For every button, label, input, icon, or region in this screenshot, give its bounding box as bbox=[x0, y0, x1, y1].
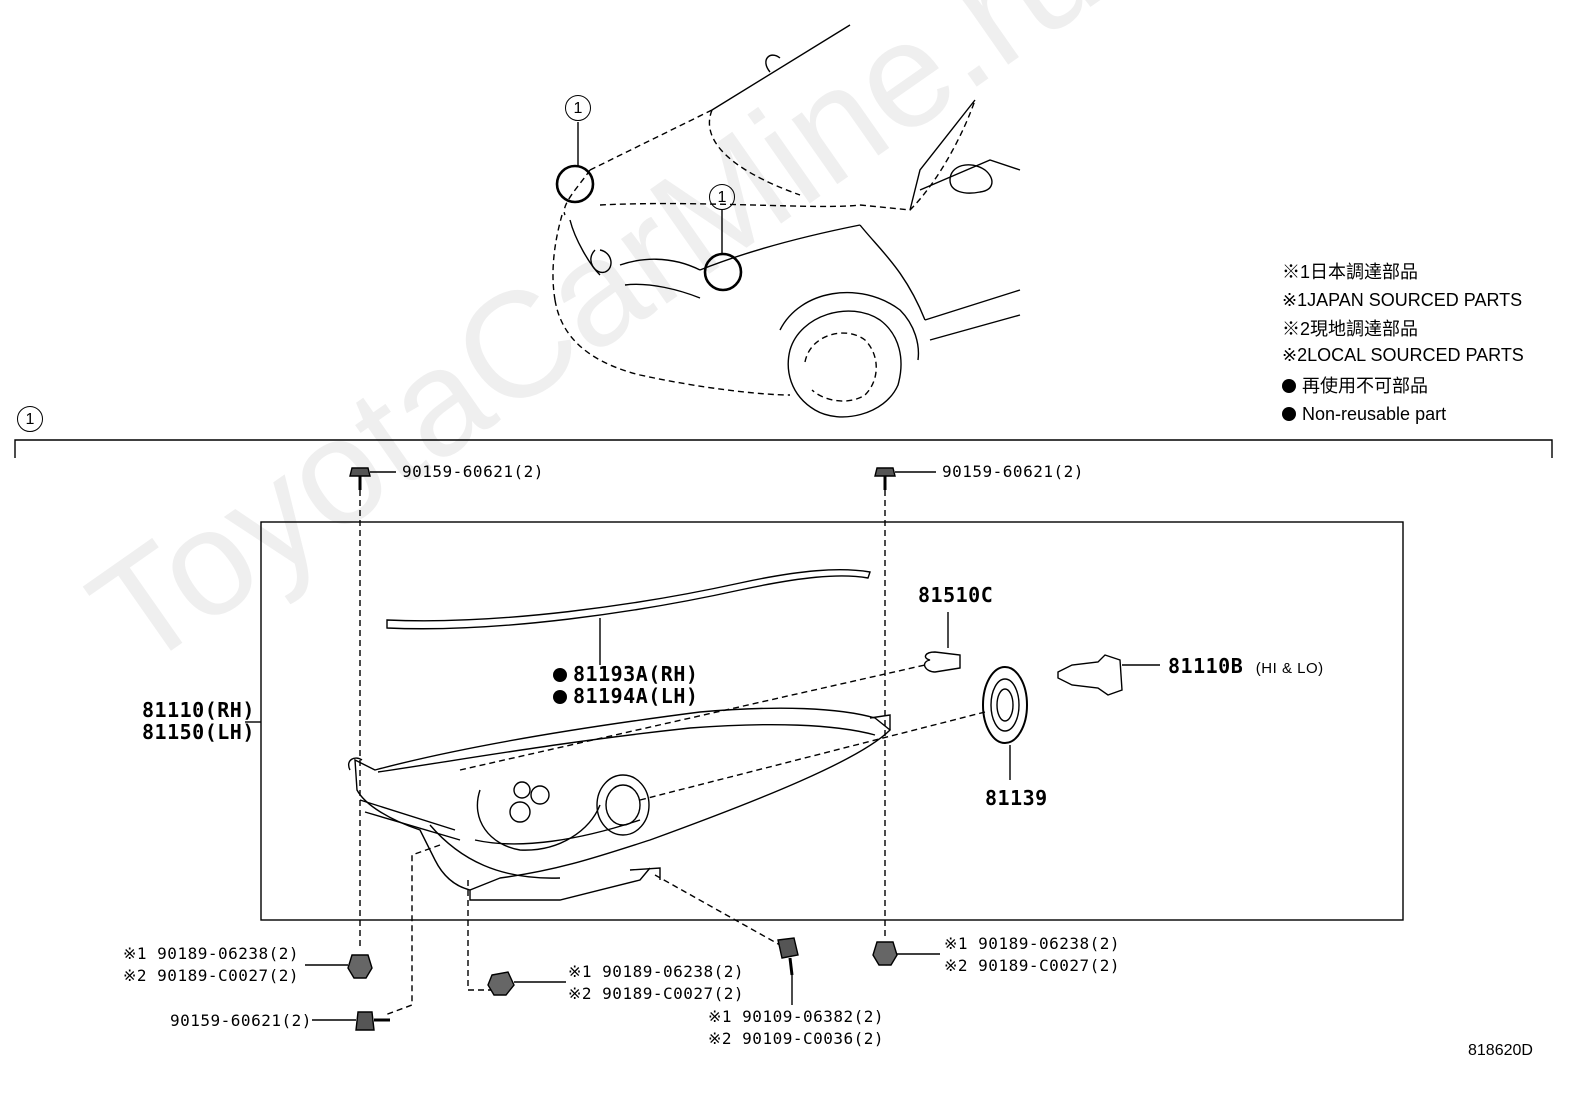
part-bolt-1: ※1 90109-06382(2) bbox=[708, 1007, 885, 1026]
part-nut-left-1: ※1 90189-06238(2) bbox=[123, 944, 300, 963]
part-bolt-2: ※2 90109-C0036(2) bbox=[708, 1029, 885, 1048]
part-small-bulb: 81510C bbox=[918, 583, 994, 607]
part-nut-right-1: ※1 90189-06238(2) bbox=[944, 934, 1121, 953]
part-cap: 81139 bbox=[985, 786, 1048, 810]
legend-item: ※2現地調達部品 bbox=[1282, 319, 1419, 339]
non-reusable-dot-icon bbox=[1282, 379, 1296, 393]
nut-mid-drawing bbox=[487, 971, 566, 996]
part-screw-bottom-left: 90159-60621(2) bbox=[170, 1011, 312, 1030]
non-reusable-dot-icon bbox=[553, 690, 567, 704]
part-nut-left-2: ※2 90189-C0027(2) bbox=[123, 966, 300, 985]
screw-top-right-drawing bbox=[874, 467, 936, 490]
diagram-code: 818620D bbox=[1468, 1042, 1533, 1059]
car-illustration bbox=[552, 24, 1021, 418]
part-nut-right-2: ※2 90189-C0027(2) bbox=[944, 956, 1121, 975]
part-screw-top-left: 90159-60621(2) bbox=[402, 462, 544, 481]
legend-item: ※2LOCAL SOURCED PARTS bbox=[1282, 345, 1524, 365]
screw-bottom-left-drawing bbox=[312, 1011, 390, 1031]
non-reusable-dot-icon bbox=[553, 668, 567, 682]
callout-1-group: 1 bbox=[17, 406, 43, 432]
molding-drawing bbox=[386, 569, 871, 630]
legend-item: ※1日本調達部品 bbox=[1282, 262, 1419, 282]
legend-item: ※1JAPAN SOURCED PARTS bbox=[1282, 290, 1523, 310]
assembly-box bbox=[260, 521, 1404, 921]
bolt-drawing bbox=[777, 937, 799, 1005]
small-bulb-drawing bbox=[923, 651, 961, 673]
part-molding-lh: 81194A(LH) bbox=[553, 686, 698, 706]
part-nut-mid-2: ※2 90189-C0027(2) bbox=[568, 984, 745, 1003]
part-headlamp-lh: 81150(LH) bbox=[142, 720, 255, 744]
nut-left-drawing bbox=[305, 954, 373, 979]
part-headlamp-rh: 81110(RH) bbox=[142, 698, 255, 722]
legend-item: Non-reusable part bbox=[1282, 404, 1524, 425]
part-screw-top-right: 90159-60621(2) bbox=[942, 462, 1084, 481]
part-hilo-bulb: 81110B (HI & LO) bbox=[1168, 654, 1324, 678]
callout-1-hood: 1 bbox=[565, 95, 591, 121]
legend-item: 再使用不可部品 bbox=[1282, 372, 1524, 398]
legend: ※1日本調達部品 ※1JAPAN SOURCED PARTS ※2現地調達部品 … bbox=[1282, 258, 1524, 425]
nut-right-drawing bbox=[872, 941, 940, 966]
part-nut-mid-1: ※1 90189-06238(2) bbox=[568, 962, 745, 981]
headlamp-drawing bbox=[348, 707, 892, 901]
part-molding-rh: 81193A(RH) bbox=[553, 664, 698, 684]
group-bracket bbox=[14, 439, 1553, 458]
cap-drawing bbox=[982, 666, 1028, 780]
callout-1-bumper: 1 bbox=[709, 184, 735, 210]
hilo-bulb-drawing bbox=[1057, 654, 1160, 696]
non-reusable-dot-icon bbox=[1282, 407, 1296, 421]
screw-top-left-drawing bbox=[349, 467, 396, 490]
